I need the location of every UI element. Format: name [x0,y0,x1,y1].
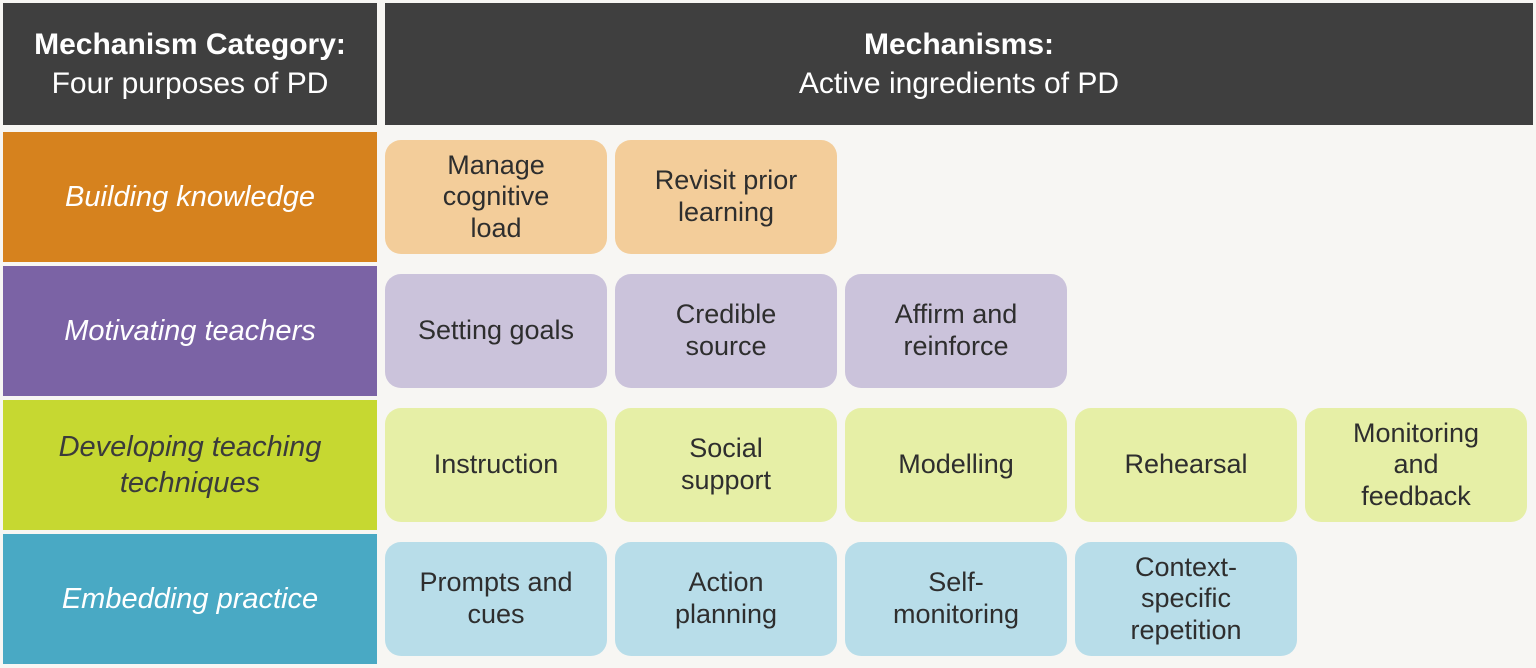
table-header: Mechanism Category: Four purposes of PD … [3,3,1533,125]
mechanism-box-manage-cognitive-load: Manage cognitive load [385,140,607,254]
mechanism-boxes: Manage cognitive load Revisit prior lear… [385,132,837,262]
mechanism-box-affirm-and-reinforce: Affirm and reinforce [845,274,1067,388]
mechanism-box-monitoring-and-feedback: Monitoring and feedback [1305,408,1527,522]
row-label-motivating-teachers: Motivating teachers [3,266,377,396]
row-building-knowledge: Building knowledge Manage cognitive load… [3,132,1533,262]
header-cell-mechanism-category: Mechanism Category: Four purposes of PD [3,3,377,125]
mechanism-box-context-specific-repetition: Context-specific repetition [1075,542,1297,656]
row-developing-teaching-techniques: Developing teaching techniques Instructi… [3,400,1533,530]
mechanism-box-setting-goals: Setting goals [385,274,607,388]
mechanism-box-credible-source: Credible source [615,274,837,388]
header-left-title: Mechanism Category: [34,28,346,61]
mechanism-box-prompts-and-cues: Prompts and cues [385,542,607,656]
mechanism-box-social-support: Social support [615,408,837,522]
mechanism-boxes: Prompts and cues Action planning Self-mo… [385,534,1297,664]
header-right-title: Mechanisms: [863,28,1055,61]
mechanism-box-action-planning: Action planning [615,542,837,656]
row-label-developing-teaching-techniques: Developing teaching techniques [3,400,377,530]
header-right-subtitle: Active ingredients of PD [798,67,1120,100]
row-motivating-teachers: Motivating teachers Setting goals Credib… [3,266,1533,396]
mechanism-box-instruction: Instruction [385,408,607,522]
row-label-embedding-practice: Embedding practice [3,534,377,664]
mechanism-box-modelling: Modelling [845,408,1067,522]
header-left-subtitle: Four purposes of PD [51,67,329,100]
row-label-building-knowledge: Building knowledge [3,132,377,262]
mechanism-box-self-monitoring: Self-monitoring [845,542,1067,656]
row-embedding-practice: Embedding practice Prompts and cues Acti… [3,534,1533,664]
mechanism-box-revisit-prior-learning: Revisit prior learning [615,140,837,254]
mechanism-boxes: Setting goals Credible source Affirm and… [385,266,1067,396]
mechanism-box-rehearsal: Rehearsal [1075,408,1297,522]
mechanism-boxes: Instruction Social support Modelling Reh… [385,400,1527,530]
header-cell-mechanisms: Mechanisms: Active ingredients of PD [385,3,1533,125]
